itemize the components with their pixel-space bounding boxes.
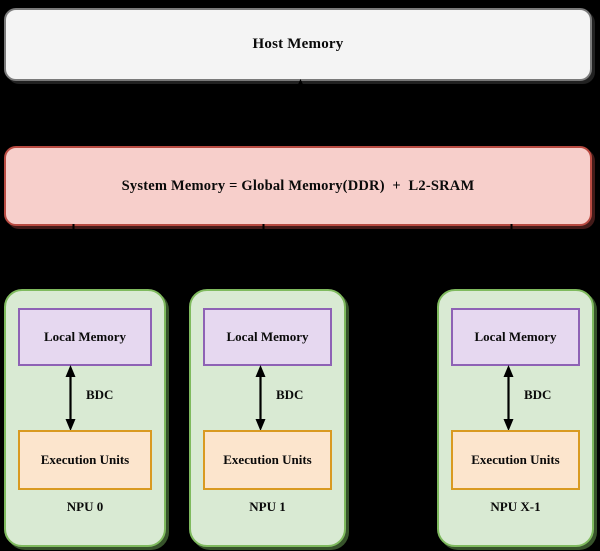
execution-units-label: Execution Units bbox=[471, 452, 560, 467]
local-memory-label: Local Memory bbox=[226, 329, 309, 344]
double-arrow-vertical-icon bbox=[65, 365, 76, 431]
local-memory-label: Local Memory bbox=[44, 329, 126, 344]
execution-units-node-x: Execution Units bbox=[451, 430, 580, 490]
bdc-connector-x bbox=[503, 365, 514, 431]
execution-units-label: Execution Units bbox=[40, 452, 130, 467]
system-memory-label: System Memory = Global Memory(DDR) + L2-… bbox=[121, 177, 475, 194]
npu-title-0: NPU 0 bbox=[66, 499, 104, 514]
bdc-label-x: BDC bbox=[524, 387, 552, 402]
double-arrow-vertical-icon bbox=[255, 365, 266, 431]
local-memory-node-0: Local Memory bbox=[18, 308, 152, 366]
double-arrow-vertical-icon bbox=[503, 365, 514, 431]
bdc-connector-0 bbox=[65, 365, 76, 431]
local-memory-node-1: Local Memory bbox=[203, 308, 332, 366]
bdc-connector-1 bbox=[255, 365, 266, 431]
npu-panel-1: Local Memory BDC Execution Units NPU 1 bbox=[189, 289, 346, 547]
bdc-label-1: BDC bbox=[276, 387, 304, 402]
local-memory-node-x: Local Memory bbox=[451, 308, 580, 366]
npu-title-x: NPU X-1 bbox=[490, 499, 541, 514]
execution-units-node-0: Execution Units bbox=[18, 430, 152, 490]
npu-title-1: NPU 1 bbox=[249, 499, 286, 514]
host-memory-node: Host Memory bbox=[4, 8, 592, 81]
host-memory-label: Host Memory bbox=[252, 36, 344, 52]
bdc-label-0: BDC bbox=[86, 387, 114, 402]
npu-panel-x: Local Memory BDC Execution Units NPU X-1 bbox=[437, 289, 594, 547]
execution-units-label: Execution Units bbox=[223, 452, 312, 467]
local-memory-label: Local Memory bbox=[474, 329, 557, 344]
npu-panel-0: Local Memory BDC Execution Units NPU 0 bbox=[4, 289, 166, 547]
host-to-system-memory-connector bbox=[296, 79, 305, 148]
double-arrow-vertical-icon bbox=[296, 79, 305, 148]
system-memory-node: System Memory = Global Memory(DDR) + L2-… bbox=[4, 146, 592, 226]
execution-units-node-1: Execution Units bbox=[203, 430, 332, 490]
